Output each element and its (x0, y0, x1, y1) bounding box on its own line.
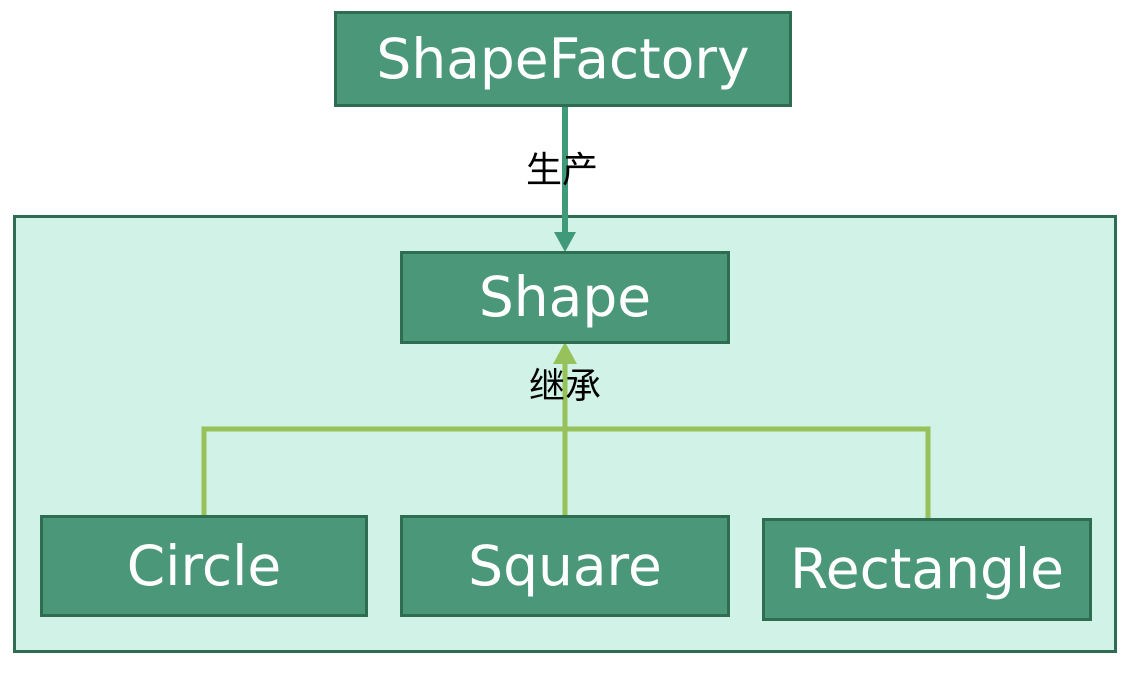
circle-box: Circle (40, 515, 368, 617)
square-box: Square (400, 515, 730, 617)
inherit-arrow (201, 342, 931, 519)
shape-factory-label: ShapeFactory (376, 26, 750, 91)
circle-label: Circle (126, 533, 282, 598)
rectangle-box: Rectangle (762, 518, 1092, 621)
rectangle-label: Rectangle (790, 537, 1064, 601)
produce-label: 生产 (525, 150, 599, 191)
shape-label: Shape (478, 265, 652, 329)
shape-box: Shape (400, 251, 730, 344)
inherit-label: 继承 (528, 366, 602, 407)
square-label: Square (468, 533, 662, 598)
produce-arrow (554, 107, 576, 252)
shape-factory-box: ShapeFactory (334, 11, 792, 107)
